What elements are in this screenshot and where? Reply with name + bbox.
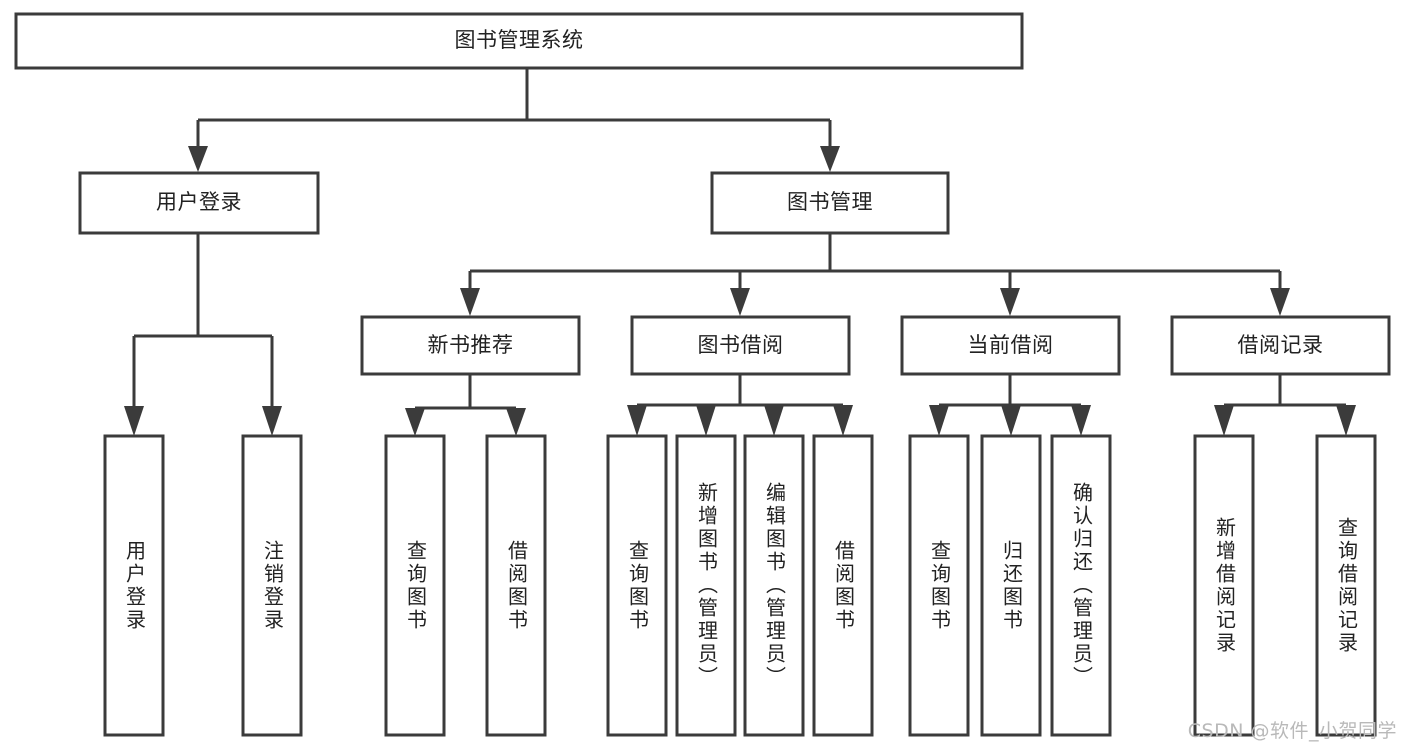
arrow-head-leaf-query-book-1 [405, 408, 425, 436]
arrow-head-leaf-borrow-book-2 [833, 405, 853, 436]
node-box-leaf-user-logout[interactable] [241, 434, 303, 737]
node-box-leaf-borrow-book-2[interactable] [812, 434, 874, 737]
arrow-head-new-book-recommend [460, 288, 480, 316]
node-box-book-borrow[interactable] [630, 315, 851, 376]
node-box-leaf-confirm-return[interactable] [1050, 434, 1112, 737]
node-box-leaf-add-record[interactable] [1193, 434, 1255, 737]
arrow-head-leaf-query-book-3 [929, 405, 949, 436]
csdn-watermark: CSDN @软件_小贺同学 [1187, 720, 1397, 742]
arrow-head-leaf-query-book-2 [627, 405, 647, 436]
node-box-leaf-borrow-book-1[interactable] [485, 434, 547, 737]
arrow-head-leaf-add-record [1214, 405, 1234, 436]
arrow-head-leaf-user-logout [262, 406, 282, 436]
node-box-root[interactable] [14, 12, 1024, 70]
arrow-head-book-borrow [730, 288, 750, 316]
node-box-leaf-add-book[interactable] [675, 434, 737, 737]
arrow-head-leaf-query-record [1336, 405, 1356, 436]
arrow-head-current-borrow [1000, 288, 1020, 316]
arrow-head-leaf-confirm-return [1071, 405, 1091, 436]
arrow-head-leaf-return-book [1001, 405, 1021, 436]
arrow-head-borrow-record [1270, 288, 1290, 316]
node-box-leaf-query-record[interactable] [1315, 434, 1377, 737]
node-box-current-borrow[interactable] [900, 315, 1121, 376]
node-box-leaf-query-book-3[interactable] [908, 434, 970, 737]
arrow-head-leaf-add-book [696, 405, 716, 436]
node-box-leaf-return-book[interactable] [980, 434, 1042, 737]
arrow-head-book-management [820, 146, 840, 172]
node-box-user-login[interactable] [78, 171, 320, 235]
arrow-head-leaf-edit-book [764, 405, 784, 436]
node-box-borrow-record[interactable] [1170, 315, 1391, 376]
arrow-head-leaf-borrow-book-1 [506, 408, 526, 436]
node-box-leaf-edit-book[interactable] [743, 434, 805, 737]
node-box-book-management[interactable] [710, 171, 950, 235]
node-box-leaf-query-book-1[interactable] [384, 434, 446, 737]
arrow-head-leaf-user-login [124, 406, 144, 436]
node-box-leaf-user-login[interactable] [103, 434, 165, 737]
node-box-leaf-query-book-2[interactable] [606, 434, 668, 737]
arrow-head-user-login [188, 146, 208, 172]
node-box-new-book-recommend[interactable] [360, 315, 581, 376]
